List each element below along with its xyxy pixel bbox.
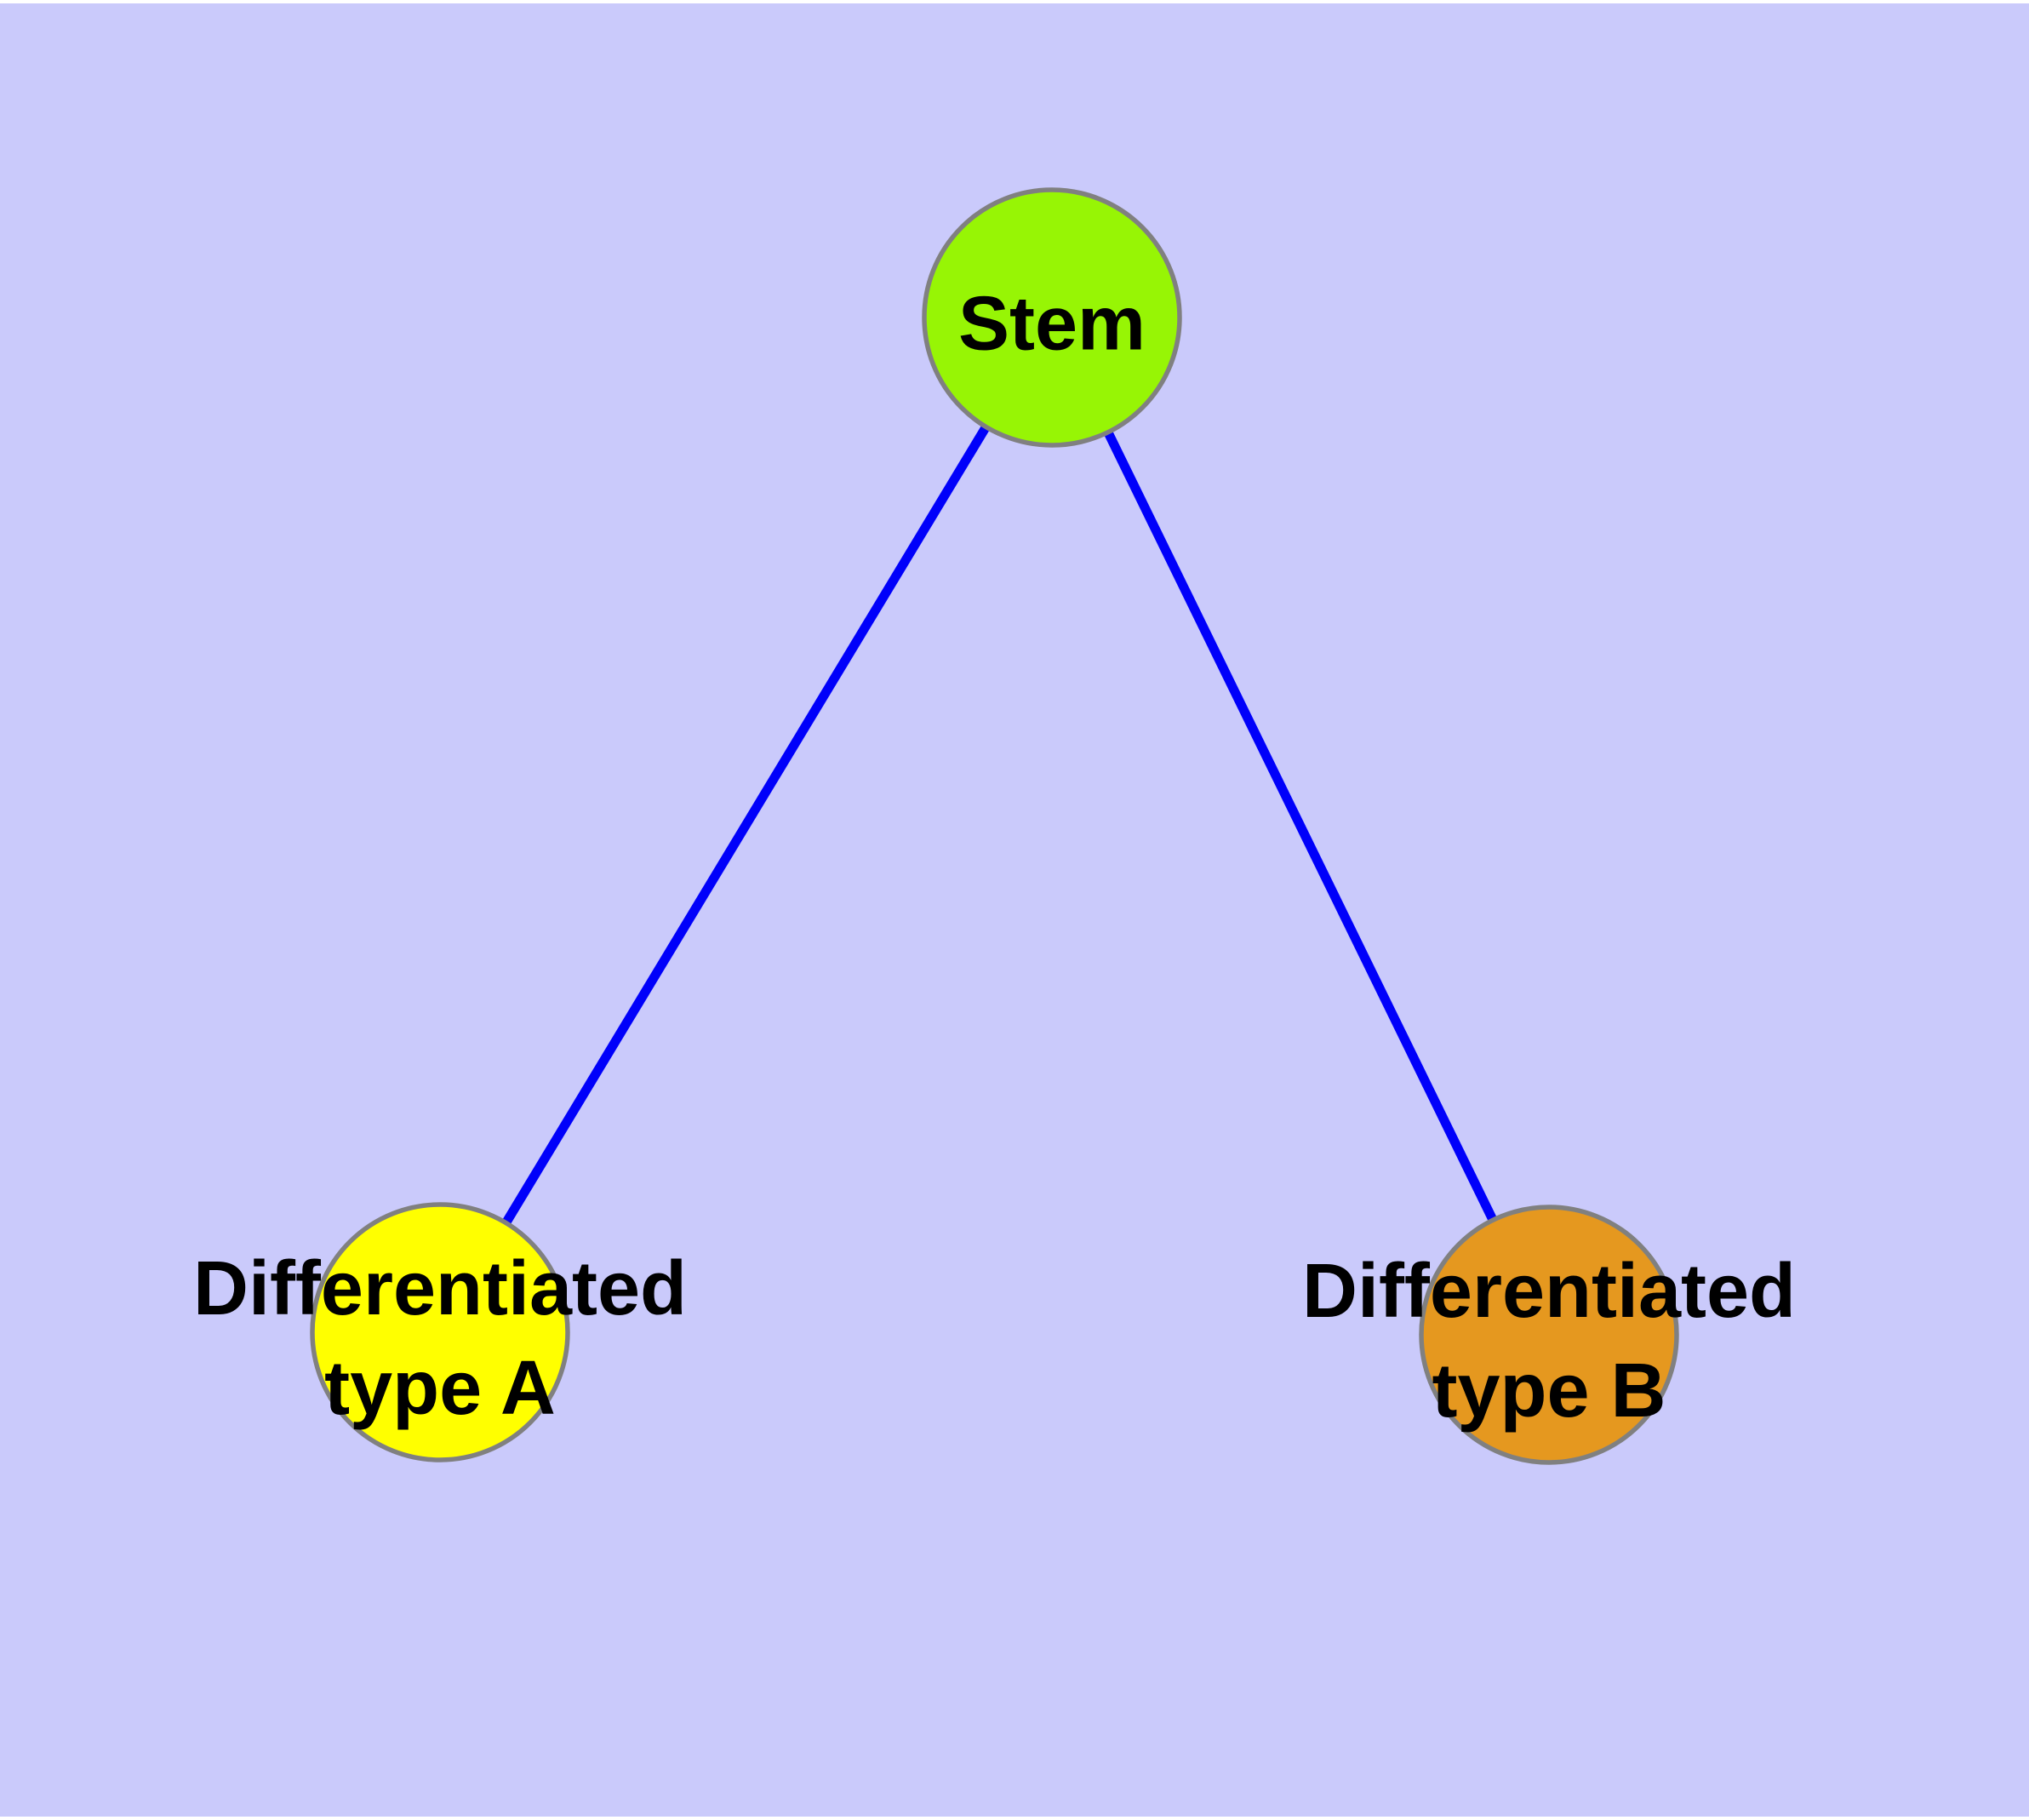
node-differentiated-type-b-circle <box>1419 1205 1679 1465</box>
node-differentiated-type-b-label-line2: type B <box>1432 1348 1666 1434</box>
node-differentiated-type-a-label: Differentiated type A <box>193 1246 687 1431</box>
node-differentiated-type-b-label: Differentiated type B <box>1302 1249 1796 1434</box>
edge-stem-to-type-b <box>1048 315 1553 1337</box>
node-stem-label-line: Stem <box>958 282 1146 367</box>
node-differentiated-type-b: Differentiated type B <box>1302 1205 1796 1465</box>
edge-group <box>436 315 1553 1337</box>
node-differentiated-type-a: Differentiated type A <box>193 1202 687 1462</box>
node-stem-label: Stem <box>958 282 1146 367</box>
edge-stem-to-type-a <box>436 315 1056 1335</box>
node-differentiated-type-a-label-line2: type A <box>324 1346 556 1431</box>
node-differentiated-type-a-label-line1: Differentiated <box>193 1246 687 1331</box>
node-stem-circle <box>922 187 1182 448</box>
node-differentiated-type-a-circle <box>310 1202 570 1462</box>
node-differentiated-type-b-label-line1: Differentiated <box>1302 1249 1796 1334</box>
node-stem: Stem <box>922 187 1182 448</box>
